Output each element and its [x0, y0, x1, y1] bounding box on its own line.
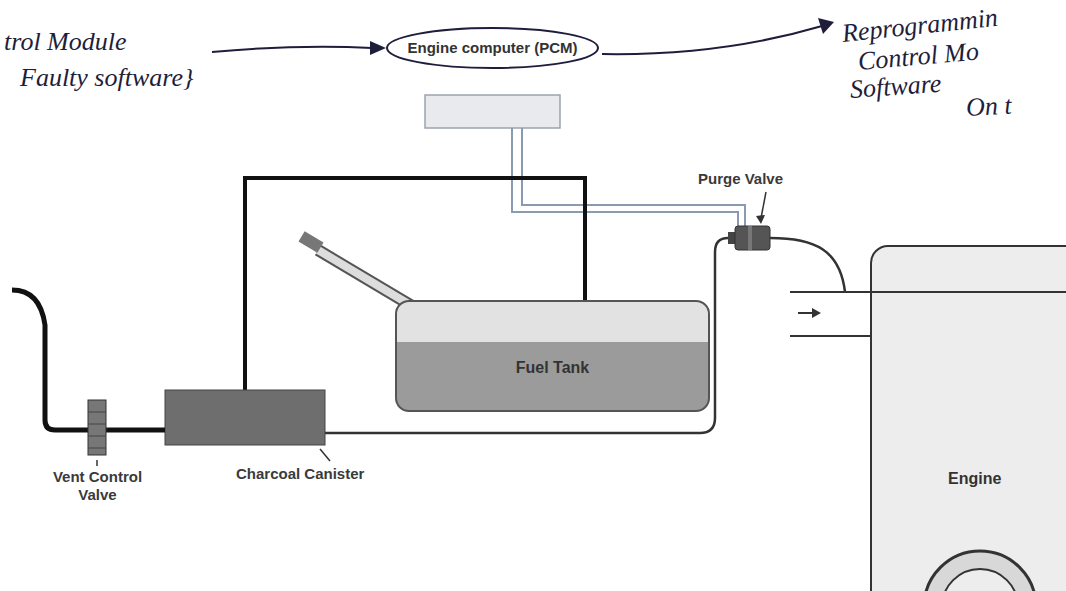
part-label: Purge Valve: [698, 170, 783, 188]
fuel-tank: Fuel Tank: [395, 300, 710, 412]
node-text: Engine computer (PCM): [407, 39, 577, 57]
pulley-symbol: [872, 247, 1066, 591]
part-label: Vent Control Valve: [40, 468, 155, 504]
node-text: Engine: [948, 469, 1001, 488]
handwritten-note: trol Module: [4, 26, 127, 57]
handwritten-note: Software: [849, 68, 942, 105]
engine-block: Engine: [870, 245, 1066, 591]
handwritten-note: On t: [965, 90, 1012, 124]
node-text: Fuel Tank: [516, 358, 590, 377]
handwritten-note: Faulty software}: [20, 62, 193, 93]
part-label: Charcoal Canister: [236, 465, 364, 483]
computer-oval: Engine computer (PCM): [385, 26, 600, 70]
